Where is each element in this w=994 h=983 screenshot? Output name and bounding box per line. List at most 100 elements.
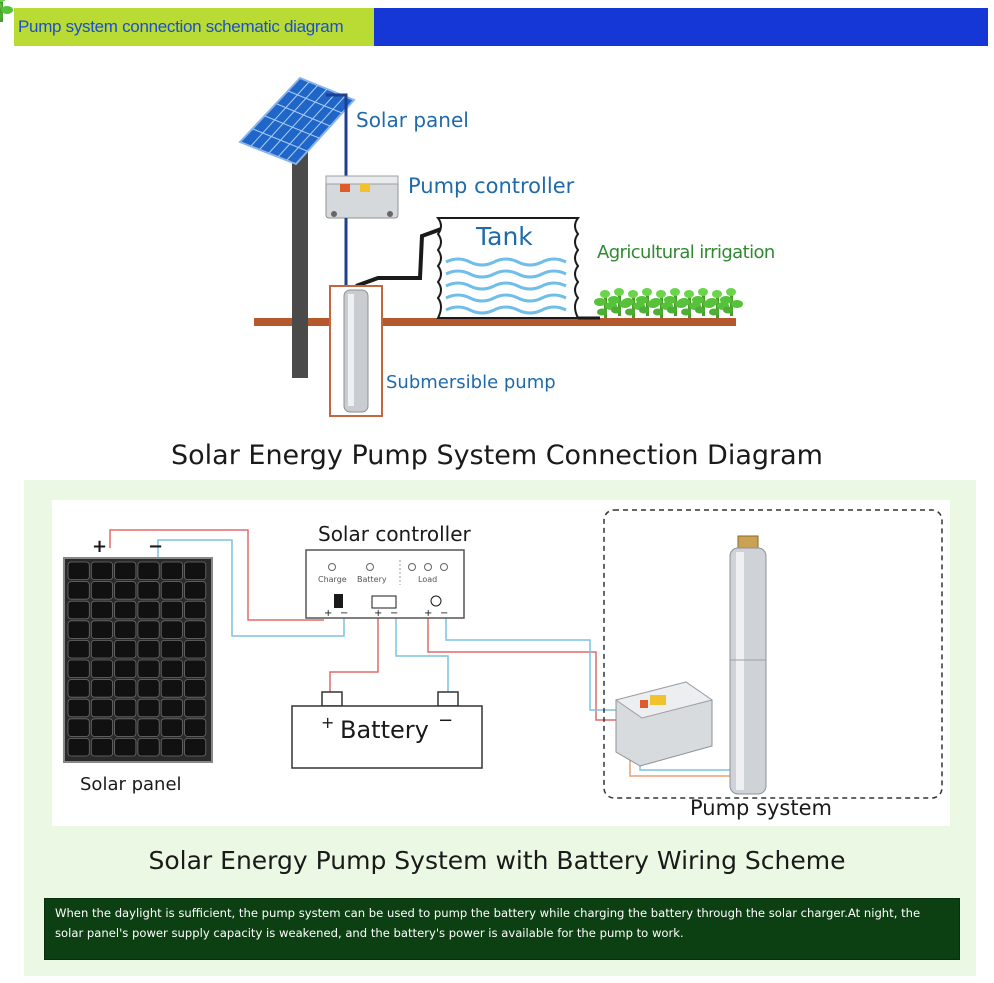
solar-cell bbox=[67, 581, 90, 600]
panel-plus-sign: + bbox=[92, 536, 108, 557]
solar-cell bbox=[90, 698, 114, 718]
svg-text:+: + bbox=[424, 608, 432, 619]
wire-panel-positive bbox=[109, 529, 324, 621]
solar-cell bbox=[160, 659, 183, 679]
panel-pole bbox=[292, 150, 308, 378]
solar-cell bbox=[90, 620, 114, 639]
battery-label: Battery bbox=[340, 716, 429, 744]
solar-cell bbox=[114, 640, 137, 659]
solar-cell bbox=[184, 640, 207, 659]
diagram1-title: Solar Energy Pump System Connection Diag… bbox=[171, 440, 823, 471]
solar-cell bbox=[184, 600, 207, 620]
solar-cell bbox=[137, 679, 160, 698]
solar-cell bbox=[67, 698, 90, 718]
solar-cell bbox=[114, 718, 137, 737]
solar-cell bbox=[184, 679, 207, 698]
solar-cell bbox=[160, 679, 183, 698]
pump-system-label: Pump system bbox=[690, 796, 832, 820]
battery-icon bbox=[291, 691, 483, 769]
solar-cell bbox=[137, 620, 160, 639]
banner-right-strip bbox=[374, 8, 988, 46]
submersible-pump-icon bbox=[343, 289, 369, 413]
ground-line bbox=[254, 318, 736, 326]
solar-cell bbox=[114, 581, 137, 600]
solar-cell bbox=[184, 620, 207, 639]
wire-battery-positive bbox=[329, 618, 379, 692]
pump-system-diagram bbox=[0, 0, 743, 417]
solar-cell bbox=[114, 698, 137, 718]
pump-controller-label: Pump controller bbox=[408, 174, 575, 198]
battery-minus-sign: − bbox=[438, 710, 454, 731]
battery-wiring-diagram: + − + − + − bbox=[63, 509, 943, 799]
solar-cell bbox=[137, 581, 160, 600]
solar-cell bbox=[137, 600, 160, 620]
solar-cell bbox=[114, 600, 137, 620]
wire-load-negative bbox=[445, 618, 618, 711]
solar-cell bbox=[184, 561, 207, 581]
solar-panel-icon bbox=[238, 76, 356, 166]
solar-cell bbox=[137, 659, 160, 679]
solar-cell bbox=[67, 561, 90, 581]
solar-cell bbox=[90, 718, 114, 737]
crops-icon bbox=[0, 0, 743, 318]
solar-cell bbox=[90, 561, 114, 581]
svg-text:−: − bbox=[440, 608, 448, 619]
battery-plus-sign: + bbox=[321, 713, 335, 732]
tank-icon bbox=[436, 217, 580, 319]
irrigation-label: Agricultural irrigation bbox=[597, 242, 775, 263]
solar-cell bbox=[160, 640, 183, 659]
solar-cell bbox=[90, 679, 114, 698]
solar-cell bbox=[137, 738, 160, 757]
load-indicator-label: Load bbox=[418, 575, 438, 584]
solar-cell bbox=[67, 679, 90, 698]
submersible-pump-label: Submersible pump bbox=[386, 372, 556, 393]
solar-cell bbox=[67, 659, 90, 679]
banner-title: Pump system connection schematic diagram bbox=[18, 17, 344, 36]
solar-cell bbox=[67, 600, 90, 620]
solar-cell bbox=[137, 640, 160, 659]
banner-left-strip bbox=[14, 8, 374, 46]
svg-text:−: − bbox=[340, 608, 348, 619]
solar-controller-label: Solar controller bbox=[318, 522, 471, 546]
solar-cell bbox=[67, 620, 90, 639]
pump-controller-icon bbox=[325, 175, 399, 219]
solar-cell bbox=[90, 600, 114, 620]
solar-cell bbox=[90, 581, 114, 600]
svg-text:−: − bbox=[390, 608, 398, 619]
solar-cell bbox=[114, 738, 137, 757]
charge-indicator-label: Charge bbox=[318, 575, 347, 584]
solar-cell bbox=[137, 698, 160, 718]
description-note: When the daylight is sufficient, the pum… bbox=[44, 898, 960, 960]
solar-cell bbox=[90, 738, 114, 757]
solar-cell bbox=[137, 718, 160, 737]
solar-controller-icon: + − + − + − bbox=[305, 549, 465, 619]
pump-controller-box-icon bbox=[614, 681, 714, 767]
diagram2-title: Solar Energy Pump System with Battery Wi… bbox=[148, 846, 846, 875]
solar-cell bbox=[67, 718, 90, 737]
solar-panel-label: Solar panel bbox=[356, 108, 469, 132]
solar-cell bbox=[184, 698, 207, 718]
solar-cell bbox=[114, 561, 137, 581]
svg-text:+: + bbox=[374, 608, 382, 619]
solar-cell bbox=[184, 718, 207, 737]
solar-cell bbox=[114, 679, 137, 698]
solar-cell bbox=[90, 640, 114, 659]
submersible-pump-photo-icon bbox=[729, 535, 767, 795]
solar-cell bbox=[114, 620, 137, 639]
solar-cell bbox=[160, 561, 183, 581]
wire-panel-negative bbox=[157, 539, 345, 637]
solar-cell bbox=[184, 581, 207, 600]
panel-minus-sign: − bbox=[148, 536, 164, 557]
solar-cell bbox=[67, 738, 90, 757]
solar-cell bbox=[160, 581, 183, 600]
solar-cell bbox=[184, 659, 207, 679]
pump-system-box bbox=[603, 509, 943, 799]
svg-text:+: + bbox=[324, 608, 332, 619]
solar-panel-grid-icon bbox=[63, 557, 213, 763]
solar-cell bbox=[137, 561, 160, 581]
solar-cell bbox=[160, 698, 183, 718]
battery-indicator-label: Battery bbox=[357, 575, 387, 584]
solar-panel-label-2: Solar panel bbox=[80, 774, 182, 795]
solar-cell bbox=[160, 718, 183, 737]
solar-cell bbox=[160, 620, 183, 639]
